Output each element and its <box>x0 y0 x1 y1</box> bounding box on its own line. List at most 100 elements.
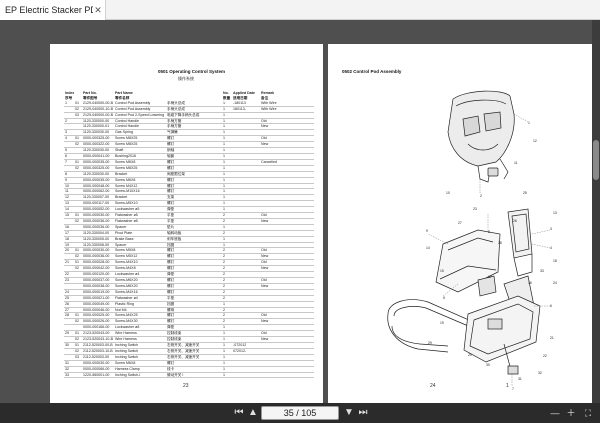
table-cell: Screw-M5X10 <box>115 201 138 206</box>
callout-label: 17 <box>488 275 492 279</box>
table-cell: 挡圈 <box>167 301 175 306</box>
table-cell: 2 <box>223 289 225 294</box>
vertical-scrollbar[interactable] <box>592 20 600 403</box>
table-cell: 9 <box>65 177 67 182</box>
page-mark: 1 <box>506 383 509 389</box>
table-cell: Wire Harness <box>115 337 137 342</box>
table-cell: 2 <box>223 313 225 318</box>
table-cell: Screw-M4X10 <box>115 260 138 265</box>
table-cell: Old <box>261 213 267 218</box>
scroll-thumb[interactable] <box>593 140 599 180</box>
table-cell: -072012 <box>233 342 247 347</box>
table-cell: 1 <box>223 130 225 135</box>
table-cell: 0000-000166-00 <box>83 325 110 330</box>
table-cell: 1120-330030-00 <box>83 171 110 176</box>
table-cell: 0000-000052-00 <box>83 207 110 212</box>
callout-label: 5 <box>443 296 445 300</box>
table-cell: Screw M6X8 <box>115 177 136 182</box>
zoom-out-button[interactable]: — <box>550 408 560 418</box>
tab-title: EP Electric Stacker PDS... <box>5 5 93 15</box>
table-cell: 26 <box>65 301 69 306</box>
header-cell-cn: 序号 <box>65 95 73 100</box>
table-cell: 30 <box>65 342 69 347</box>
table-cell: 2129-040000-10-B <box>83 106 113 111</box>
page-indicator-input[interactable]: 35 / 105 <box>261 406 339 420</box>
table-cell: 02 <box>75 142 79 147</box>
table-cell: Shaft <box>115 148 124 153</box>
table-cell: Screw-M4X25 <box>115 313 138 318</box>
table-cell: 0000-000325-00 <box>83 136 110 141</box>
table-cell: Screw M4X12 <box>115 183 138 188</box>
table-cell: 1 <box>223 171 225 176</box>
table-cell: 0000-000030-00 <box>83 360 110 365</box>
table-cell: Screw M8X25 <box>115 165 138 170</box>
table-cell: Lockwasher ø4 <box>115 272 140 277</box>
table-cell: 33 <box>65 372 69 377</box>
table-cell: 1 <box>223 224 225 229</box>
header-cell-cn: 适用日期 <box>233 95 248 100</box>
table-cell: 0000-000037-00 <box>83 278 110 282</box>
table-cell: Brake Base <box>115 236 134 241</box>
callout-label: 12 <box>533 139 537 143</box>
table-cell: 1 <box>223 124 225 129</box>
table-cell: 01 <box>75 136 79 141</box>
table-cell: 螺钉 <box>167 159 175 164</box>
table-cell: 螺钉 <box>167 142 175 147</box>
callout-label: 27 <box>458 221 462 225</box>
first-page-button[interactable]: ⏮ <box>234 407 244 418</box>
document-tab[interactable]: EP Electric Stacker PDS... ✕ <box>0 0 106 20</box>
table-cell: 平垫 <box>167 218 175 223</box>
table-cell: 2123-520043-10-B <box>83 337 113 342</box>
table-cell: Control Pod 2-Speed Lowering <box>115 112 165 117</box>
table-cell: Old <box>261 118 267 123</box>
table-cell: 螺钉 <box>167 319 175 324</box>
table-cell: 1 <box>223 106 225 111</box>
table-cell: 02 <box>75 254 79 259</box>
next-page-button[interactable]: ▼ <box>344 407 354 418</box>
table-cell: Screw-M10X16 <box>115 189 140 194</box>
section-title: 0502 Control Pod Assembly <box>342 69 402 74</box>
callout-label: 13 <box>553 211 557 215</box>
table-cell: 01 <box>75 248 79 253</box>
table-cell: 2 <box>223 254 225 259</box>
table-cell: 微动开关 I <box>167 372 184 377</box>
table-cell: Inching Switch-I <box>115 372 141 377</box>
table-cell: 弹垫 <box>167 207 175 212</box>
callout-label: 9 <box>426 229 428 233</box>
table-cell: 螺钉 <box>167 183 175 188</box>
table-cell: 7 <box>65 159 67 164</box>
table-cell: 螺钉 <box>167 201 175 206</box>
table-cell: 1 <box>223 153 225 158</box>
fullscreen-icon[interactable]: ⛶ <box>584 408 592 418</box>
close-icon[interactable]: ✕ <box>94 4 102 15</box>
table-cell: 0000-000041-00 <box>83 153 110 158</box>
callout-label: 14 <box>426 246 430 250</box>
table-cell: 24 <box>65 289 69 294</box>
table-cell: 电磁下降手柄头总成 <box>167 112 200 117</box>
table-cell: 螺钉 <box>167 177 175 182</box>
table-cell: Screw-M4X16 <box>115 289 138 294</box>
zoom-in-button[interactable]: ＋ <box>566 408 576 418</box>
table-cell: 1120-330008-00 <box>83 242 110 247</box>
table-cell: 0000-000026-00 <box>83 319 110 324</box>
table-cell: New <box>261 254 269 259</box>
last-page-button[interactable]: ⏭ <box>358 407 368 418</box>
prev-page-button[interactable]: ▲ <box>248 407 258 418</box>
table-cell: Screw M5X12 <box>115 254 138 259</box>
table-cell: 22 <box>65 272 69 277</box>
callout-label: 4 <box>550 246 552 250</box>
table-cell: 21 <box>65 260 69 265</box>
table-cell: Inching Switch <box>115 342 139 347</box>
